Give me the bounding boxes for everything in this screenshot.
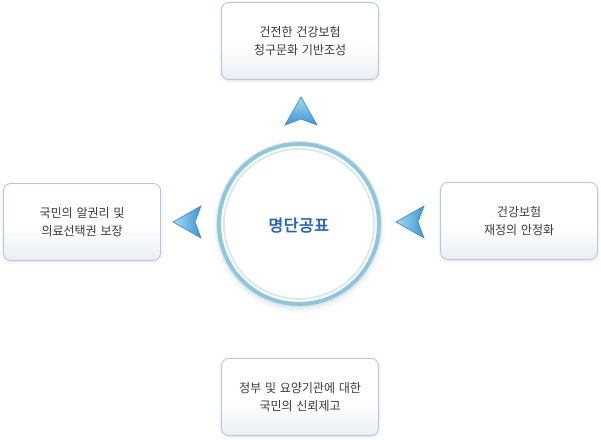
outcome-box-left: 국민의 알권리 및 의료선택권 보장 bbox=[3, 183, 161, 261]
outcome-box-top: 건전한 건강보험 청구문화 기반조성 bbox=[221, 2, 379, 80]
outcome-right-line2: 재정의 안정화 bbox=[483, 223, 555, 237]
outcome-right-line1: 건강보험 bbox=[496, 205, 542, 219]
outcome-left-line2: 의료선택권 보장 bbox=[41, 224, 123, 238]
outcome-top-line1: 건전한 건강보험 bbox=[259, 25, 341, 39]
center-circle: 명단공표 bbox=[217, 142, 381, 306]
arrow-left-icon bbox=[172, 205, 202, 239]
center-label: 명단공표 bbox=[268, 216, 330, 235]
outcome-left-line1: 국민의 알권리 및 bbox=[39, 206, 125, 220]
outcome-top-line2: 청구문화 기반조성 bbox=[253, 43, 347, 57]
outcome-bottom-line1: 정부 및 요양기관에 대한 bbox=[239, 381, 361, 395]
outcome-box-bottom: 정부 및 요양기관에 대한 국민의 신뢰제고 bbox=[221, 358, 379, 436]
outcome-box-right: 건강보험 재정의 안정화 bbox=[440, 182, 598, 260]
arrow-pointing-left-icon bbox=[395, 205, 425, 239]
arrow-up-icon bbox=[284, 96, 318, 126]
outcome-bottom-line2: 국민의 신뢰제고 bbox=[259, 399, 341, 413]
